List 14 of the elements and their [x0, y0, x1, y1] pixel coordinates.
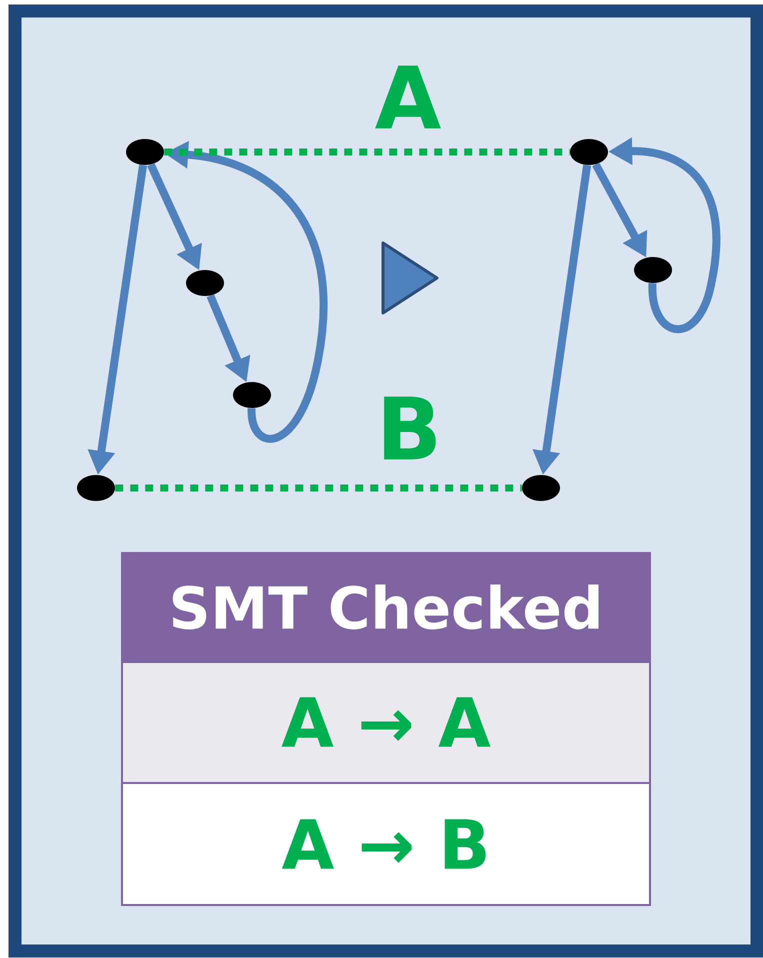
dot [77, 475, 115, 501]
dotted-line [164, 148, 570, 156]
dotted-line [115, 484, 522, 492]
dot [186, 270, 224, 296]
table-cell: A → B [121, 782, 651, 906]
edge-label: A [375, 66, 441, 128]
dot [233, 382, 271, 408]
table-header: SMT Checked [121, 552, 651, 663]
table-cell: A → A [121, 661, 651, 784]
dot [522, 475, 560, 501]
dot [634, 257, 672, 283]
edge-label: B [384, 396, 436, 460]
dot [570, 139, 608, 165]
dot [126, 139, 164, 165]
